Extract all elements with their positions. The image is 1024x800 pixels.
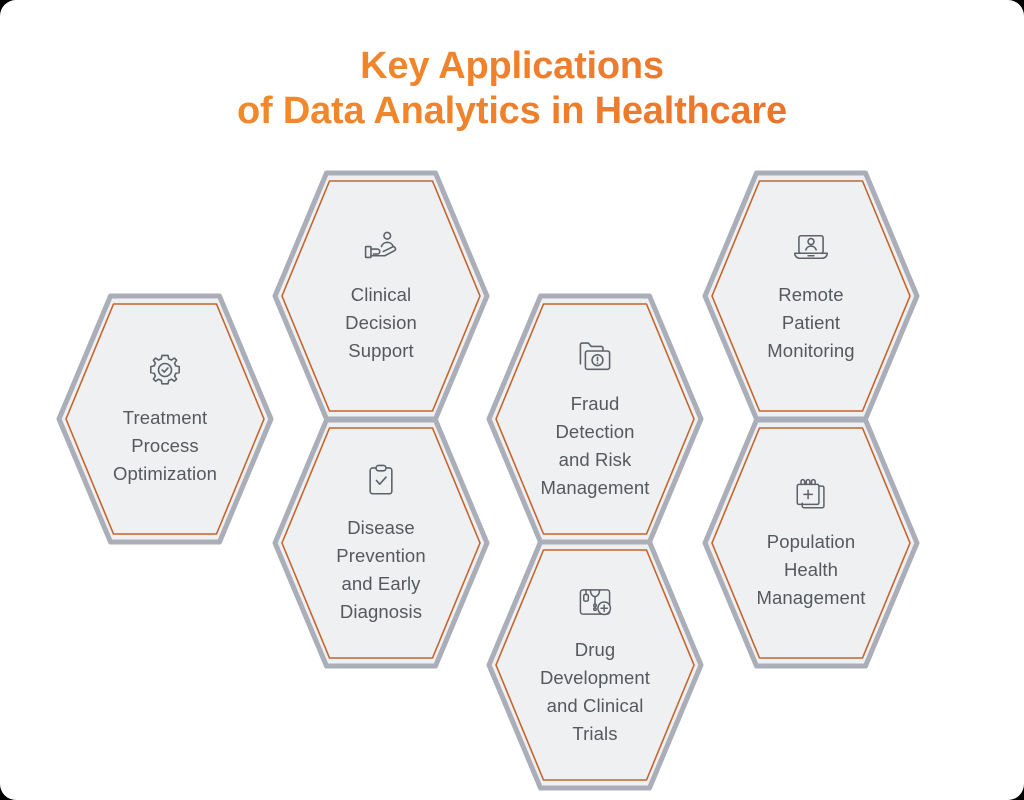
page-title-line-2: of Data Analytics in Healthcare (0, 89, 1024, 134)
hexagon-shape (486, 293, 704, 545)
hexagon-shape (486, 539, 704, 791)
hexagon-shape (56, 293, 274, 545)
hexagon-shape (272, 170, 490, 422)
hexagon-shape (702, 417, 920, 669)
page-title-line-1: Key Applications (0, 44, 1024, 89)
hexagon-shape (702, 170, 920, 422)
page-title: Key Applications of Data Analytics in He… (0, 44, 1024, 134)
hexagon-shape (272, 417, 490, 669)
